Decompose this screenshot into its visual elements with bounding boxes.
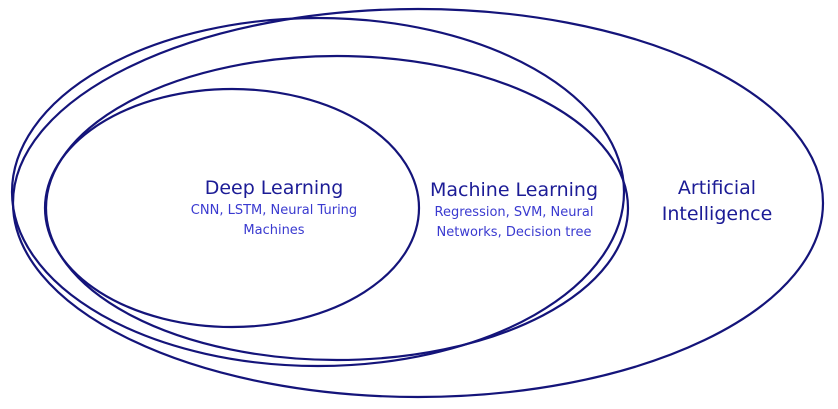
deep-learning-label: Deep Learning CNN, LSTM, Neural Turing M… xyxy=(178,175,370,241)
artificial-intelligence-label: Artificial Intelligence xyxy=(652,175,782,227)
machine-learning-label: Machine Learning Regression, SVM, Neural… xyxy=(424,177,604,243)
machine-learning-examples: Regression, SVM, Neural Networks, Decisi… xyxy=(434,205,594,240)
artificial-intelligence-title: Artificial Intelligence xyxy=(661,177,773,225)
deep-learning-ellipse xyxy=(43,87,421,329)
deep-learning-title: Deep Learning xyxy=(204,177,344,199)
machine-learning-outer-ellipse xyxy=(10,16,626,368)
deep-learning-examples: CNN, LSTM, Neural Turing Machines xyxy=(190,203,358,238)
machine-learning-title: Machine Learning xyxy=(429,179,599,201)
